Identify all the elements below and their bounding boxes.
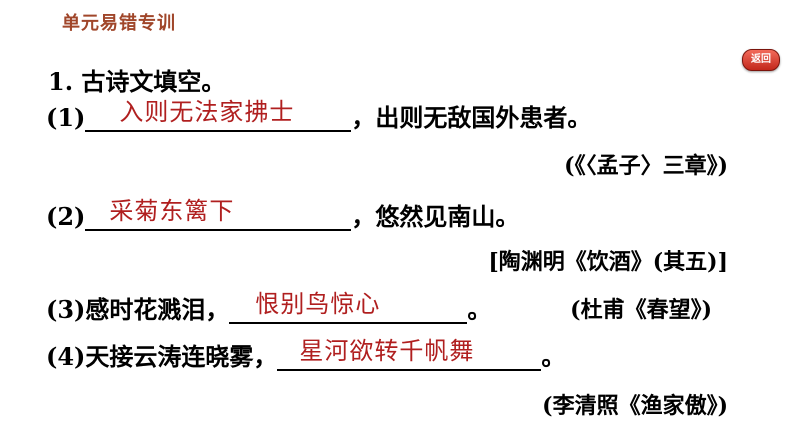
item-2-blank: 采菊东篱下 [85,197,352,231]
item-4-after: 。 [541,342,566,371]
item-2-number: (2) [46,202,86,231]
header-bar: 单元易错专训 [0,0,794,40]
item-2: (2) 采菊东篱下 ，悠然见南山。 [46,197,520,231]
item-2-source: [陶渊明《饮酒》(其五)] [488,249,728,275]
item-4-answer: 星河欲转千帆舞 [299,337,475,365]
item-4-number: (4) [46,342,86,371]
item-4-before: 天接云涛连晓雾， [85,342,278,371]
item-1-number: (1) [46,103,86,132]
item-4-source: (李清照《渔家傲》) [542,393,728,419]
item-3-blank: 恨别鸟惊心 [229,290,468,324]
item-1: (1) 入则无法家拂士 ，出则无敌国外患者。 [46,98,592,132]
item-1-answer: 入则无法家拂士 [119,98,295,126]
item-1-blank: 入则无法家拂士 [85,98,352,132]
back-button[interactable]: 返回 [742,49,780,71]
item-3: (3)感时花溅泪， 恨别鸟惊心 。 [46,290,492,324]
item-3-number: (3) [46,295,86,324]
unit-title: 单元易错专训 [62,13,176,34]
question-title: 1. 古诗文填空。 [48,67,226,96]
item-2-answer: 采菊东篱下 [109,197,235,225]
item-1-after: ，出则无敌国外患者。 [351,103,592,132]
item-1-source: (《〈孟子〉三章》) [564,153,728,179]
item-3-after: 。 [467,295,492,324]
item-2-after: ，悠然见南山。 [351,202,520,231]
item-3-answer: 恨别鸟惊心 [255,290,381,318]
item-3-source: (杜甫《春望》) [570,297,712,323]
item-4-blank: 星河欲转千帆舞 [277,337,542,371]
item-4: (4)天接云涛连晓雾， 星河欲转千帆舞 。 [46,337,566,371]
item-3-before: 感时花溅泪， [85,295,230,324]
